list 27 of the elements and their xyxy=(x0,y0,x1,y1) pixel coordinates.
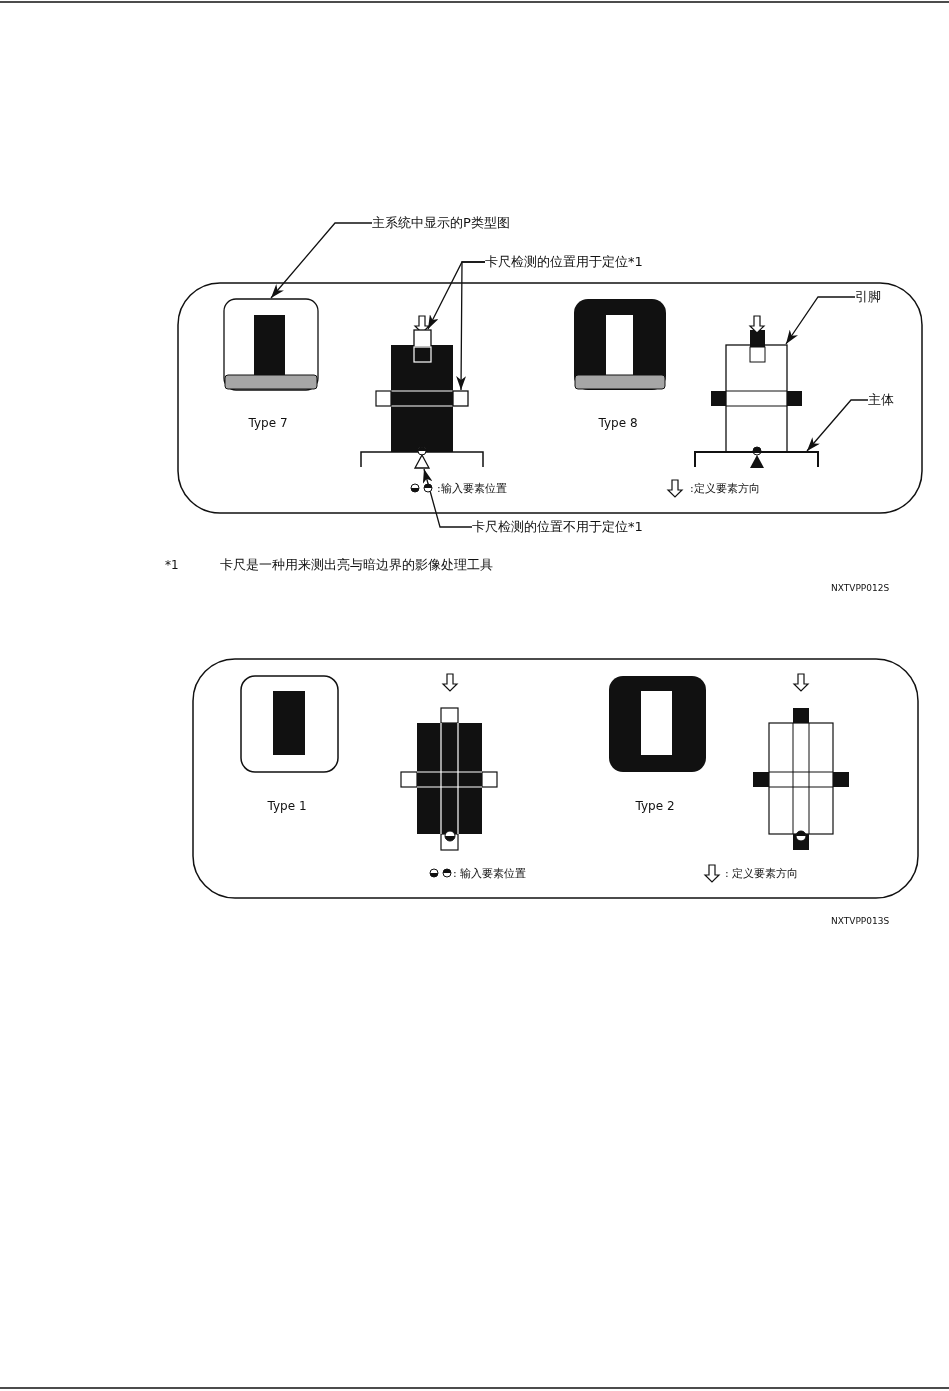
legend-text: :定义要素方向 xyxy=(690,481,760,497)
callout-text: 主体 xyxy=(868,391,894,409)
footnote-text: 卡尺是一种用来测出亮与暗边界的影像处理工具 xyxy=(220,556,493,574)
caliper-box xyxy=(413,329,432,363)
component-outline xyxy=(725,344,788,453)
type-label: Type 8 xyxy=(598,415,638,432)
type-label: Type 7 xyxy=(248,415,288,432)
figure-code: NXTVPP012S xyxy=(831,582,890,595)
leader-line xyxy=(422,468,473,528)
callout-text: 主系统中显示的P类型图 xyxy=(372,214,510,232)
callout-text: 卡尺检测的位置不用于定位*1 xyxy=(472,518,643,536)
footnote-mark: *1 xyxy=(165,557,179,574)
leader-line xyxy=(806,399,869,452)
type-label: Type 2 xyxy=(635,798,675,815)
leader-line xyxy=(785,296,856,345)
leader-line xyxy=(456,261,486,391)
caliper-box xyxy=(452,390,469,407)
legend-text: :输入要素位置 xyxy=(437,481,507,497)
legend-text: : 定义要素方向 xyxy=(725,866,799,882)
type-label: Type 1 xyxy=(267,798,307,815)
callout-text: 卡尺检测的位置用于定位*1 xyxy=(485,253,643,271)
base-line xyxy=(694,451,819,468)
figure-code: NXTVPP013S xyxy=(831,915,890,928)
pattern-icon xyxy=(223,298,319,391)
legend-text: : 输入要素位置 xyxy=(453,866,527,882)
leader-line xyxy=(270,222,373,299)
callout-text: 引脚 xyxy=(855,288,881,306)
